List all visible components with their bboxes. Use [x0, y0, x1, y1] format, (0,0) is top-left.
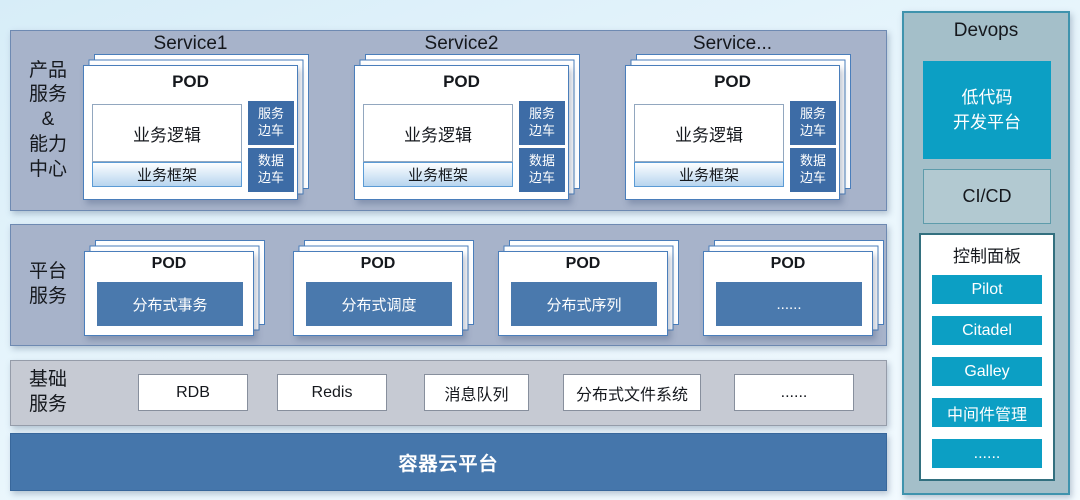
platform-pod-stack: POD 分布式调度	[293, 251, 463, 336]
devops-panel: Devops 低代码 开发平台 CI/CD 控制面板 Pilot Citadel…	[902, 11, 1070, 495]
pod-title: POD	[770, 255, 806, 272]
pilot-button: Pilot	[932, 275, 1042, 304]
pod-card: POD 业务逻辑 业务框架 服务 边车 数据 边车	[83, 65, 298, 200]
service-sidecar-box: 服务 边车	[248, 101, 294, 145]
control-panel-title: 控制面板	[953, 247, 1021, 266]
service-sidecar-box: 服务 边车	[790, 101, 836, 145]
band-label-infra: 基础 服务	[28, 369, 67, 415]
pod-card: POD ......	[703, 251, 873, 336]
pod-card: POD 业务逻辑 业务框架 服务 边车 数据 边车	[354, 65, 569, 200]
pod-card: POD 分布式事务	[84, 251, 254, 336]
distributed-scheduler-box: 分布式调度	[306, 282, 452, 326]
more-services-box: ......	[716, 282, 862, 326]
devops-title: Devops	[953, 20, 1019, 41]
more-control-button: ......	[932, 439, 1042, 468]
platform-pod-stack: POD ......	[703, 251, 873, 336]
middleware-management-button: 中间件管理	[932, 398, 1042, 427]
distributed-sequence-box: 分布式序列	[511, 282, 657, 326]
business-logic-box: 业务逻辑	[92, 104, 242, 162]
pod-title: POD	[443, 72, 480, 91]
platform-pod-stack: POD 分布式序列	[498, 251, 668, 336]
data-sidecar-box: 数据 边车	[248, 148, 294, 192]
container-cloud-platform-title: 容器云平台	[398, 453, 499, 475]
band-label-platform: 平台 服务	[28, 261, 67, 307]
citadel-button: Citadel	[932, 316, 1042, 345]
pod-title: POD	[565, 255, 601, 272]
distributed-filesystem-box: 分布式文件系统	[563, 374, 701, 411]
data-sidecar-box: 数据 边车	[790, 148, 836, 192]
pod-title: POD	[151, 255, 187, 272]
lowcode-platform-box: 低代码 开发平台	[923, 61, 1051, 159]
business-framework-box: 业务框架	[363, 162, 513, 187]
pod-title: POD	[714, 72, 751, 91]
service-more-title: Service...	[692, 33, 773, 54]
pod-title: POD	[360, 255, 396, 272]
service1-pod-stack: POD 业务逻辑 业务框架 服务 边车 数据 边车	[83, 65, 298, 200]
business-framework-box: 业务框架	[634, 162, 784, 187]
more-infra-box: ......	[734, 374, 854, 411]
service-sidecar-box: 服务 边车	[519, 101, 565, 145]
pod-card: POD 业务逻辑 业务框架 服务 边车 数据 边车	[625, 65, 840, 200]
galley-button: Galley	[932, 357, 1042, 386]
platform-pod-stack: POD 分布式事务	[84, 251, 254, 336]
band-platform-services: 平台 服务 POD 分布式事务 POD 分布式调度 POD 分布式序列 POD …	[10, 224, 887, 346]
rdb-box: RDB	[138, 374, 248, 411]
service2-pod-stack: POD 业务逻辑 业务框架 服务 边车 数据 边车	[354, 65, 569, 200]
distributed-transaction-box: 分布式事务	[97, 282, 243, 326]
pod-card: POD 分布式调度	[293, 251, 463, 336]
pod-title: POD	[172, 72, 209, 91]
service2-title: Service2	[424, 33, 499, 54]
container-cloud-platform-bar: 容器云平台	[10, 433, 887, 491]
cicd-box: CI/CD	[923, 169, 1051, 224]
business-framework-box: 业务框架	[92, 162, 242, 187]
business-logic-box: 业务逻辑	[363, 104, 513, 162]
service1-title: Service1	[153, 33, 228, 54]
band-label-product: 产品 服务 & 能力 中心	[28, 59, 67, 180]
control-panel: 控制面板 Pilot Citadel Galley 中间件管理 ......	[919, 233, 1055, 481]
pod-card: POD 分布式序列	[498, 251, 668, 336]
service-more-pod-stack: POD 业务逻辑 业务框架 服务 边车 数据 边车	[625, 65, 840, 200]
message-queue-box: 消息队列	[424, 374, 529, 411]
business-logic-box: 业务逻辑	[634, 104, 784, 162]
band-product-services: 产品 服务 & 能力 中心 Service1 POD 业务逻辑 业务框架 服务 …	[10, 30, 887, 211]
data-sidecar-box: 数据 边车	[519, 148, 565, 192]
redis-box: Redis	[277, 374, 387, 411]
band-basic-services: 基础 服务 RDB Redis 消息队列 分布式文件系统 ......	[10, 360, 887, 426]
